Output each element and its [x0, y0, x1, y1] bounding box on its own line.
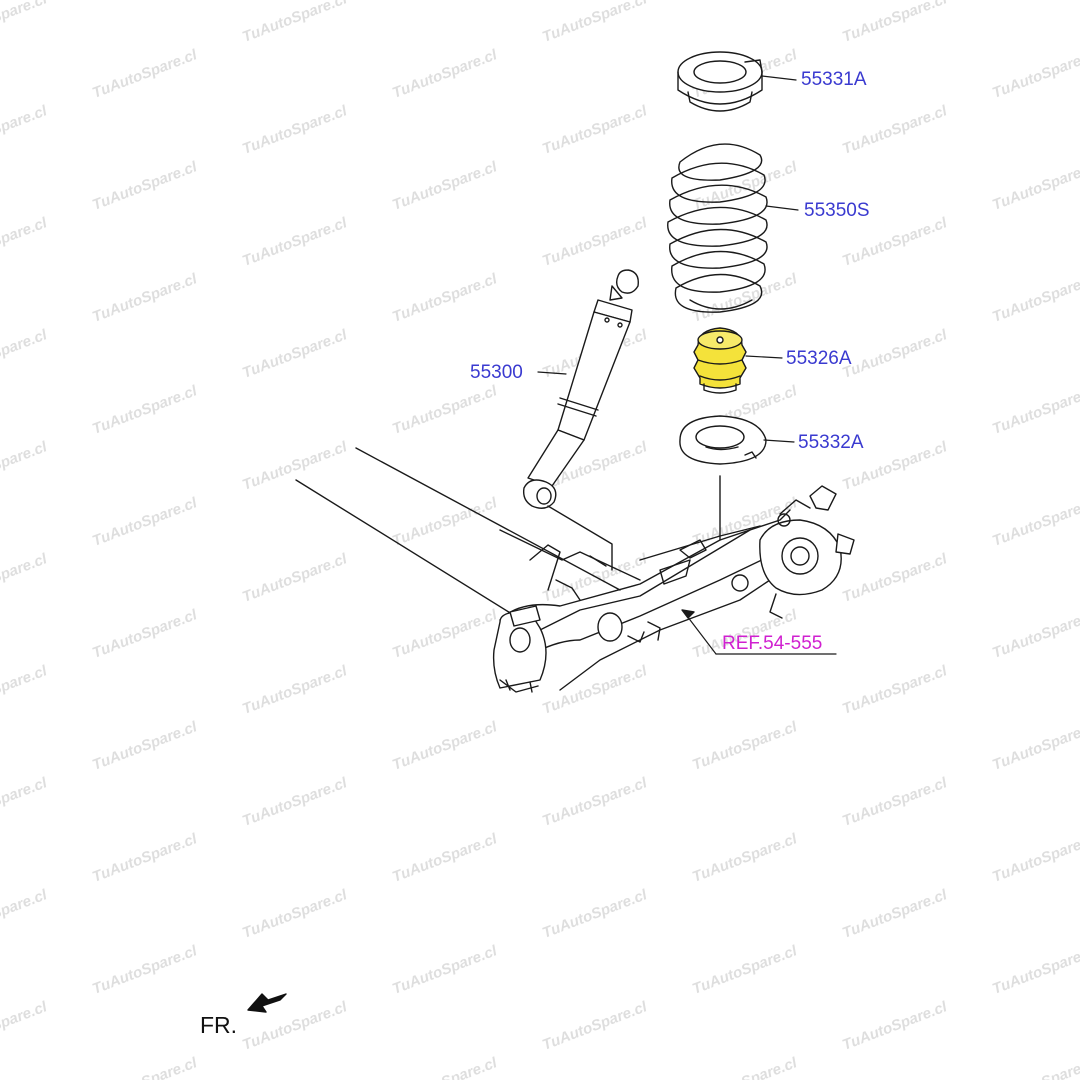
lower-spring-pad-drawing[interactable] [679, 415, 767, 541]
part-label-bump-stopper[interactable]: 55326A [786, 348, 852, 369]
part-label-coil-spring[interactable]: 55350S [804, 200, 870, 221]
part-label-spring-pad-upper[interactable]: 55331A [801, 69, 867, 90]
leader-lines [537, 75, 837, 655]
reference-arrowhead [681, 609, 695, 619]
part-label-spring-pad-lower[interactable]: 55332A [798, 432, 864, 453]
front-direction-label: FR. [200, 1012, 238, 1038]
reference-link[interactable]: REF.54-555 [722, 633, 823, 654]
axle-beam-drawing[interactable] [295, 447, 791, 691]
part-label-shock-absorber[interactable]: 55300 [470, 362, 523, 383]
shock-absorber-drawing[interactable] [522, 269, 639, 509]
bump-stopper-drawing[interactable] [693, 327, 747, 394]
bushing-drawing[interactable] [492, 605, 547, 693]
front-arrow-icon [247, 993, 287, 1013]
upper-spring-pad-drawing[interactable] [677, 51, 763, 112]
coil-spring-drawing[interactable] [667, 143, 768, 313]
wheel-hub-drawing[interactable] [759, 485, 855, 619]
